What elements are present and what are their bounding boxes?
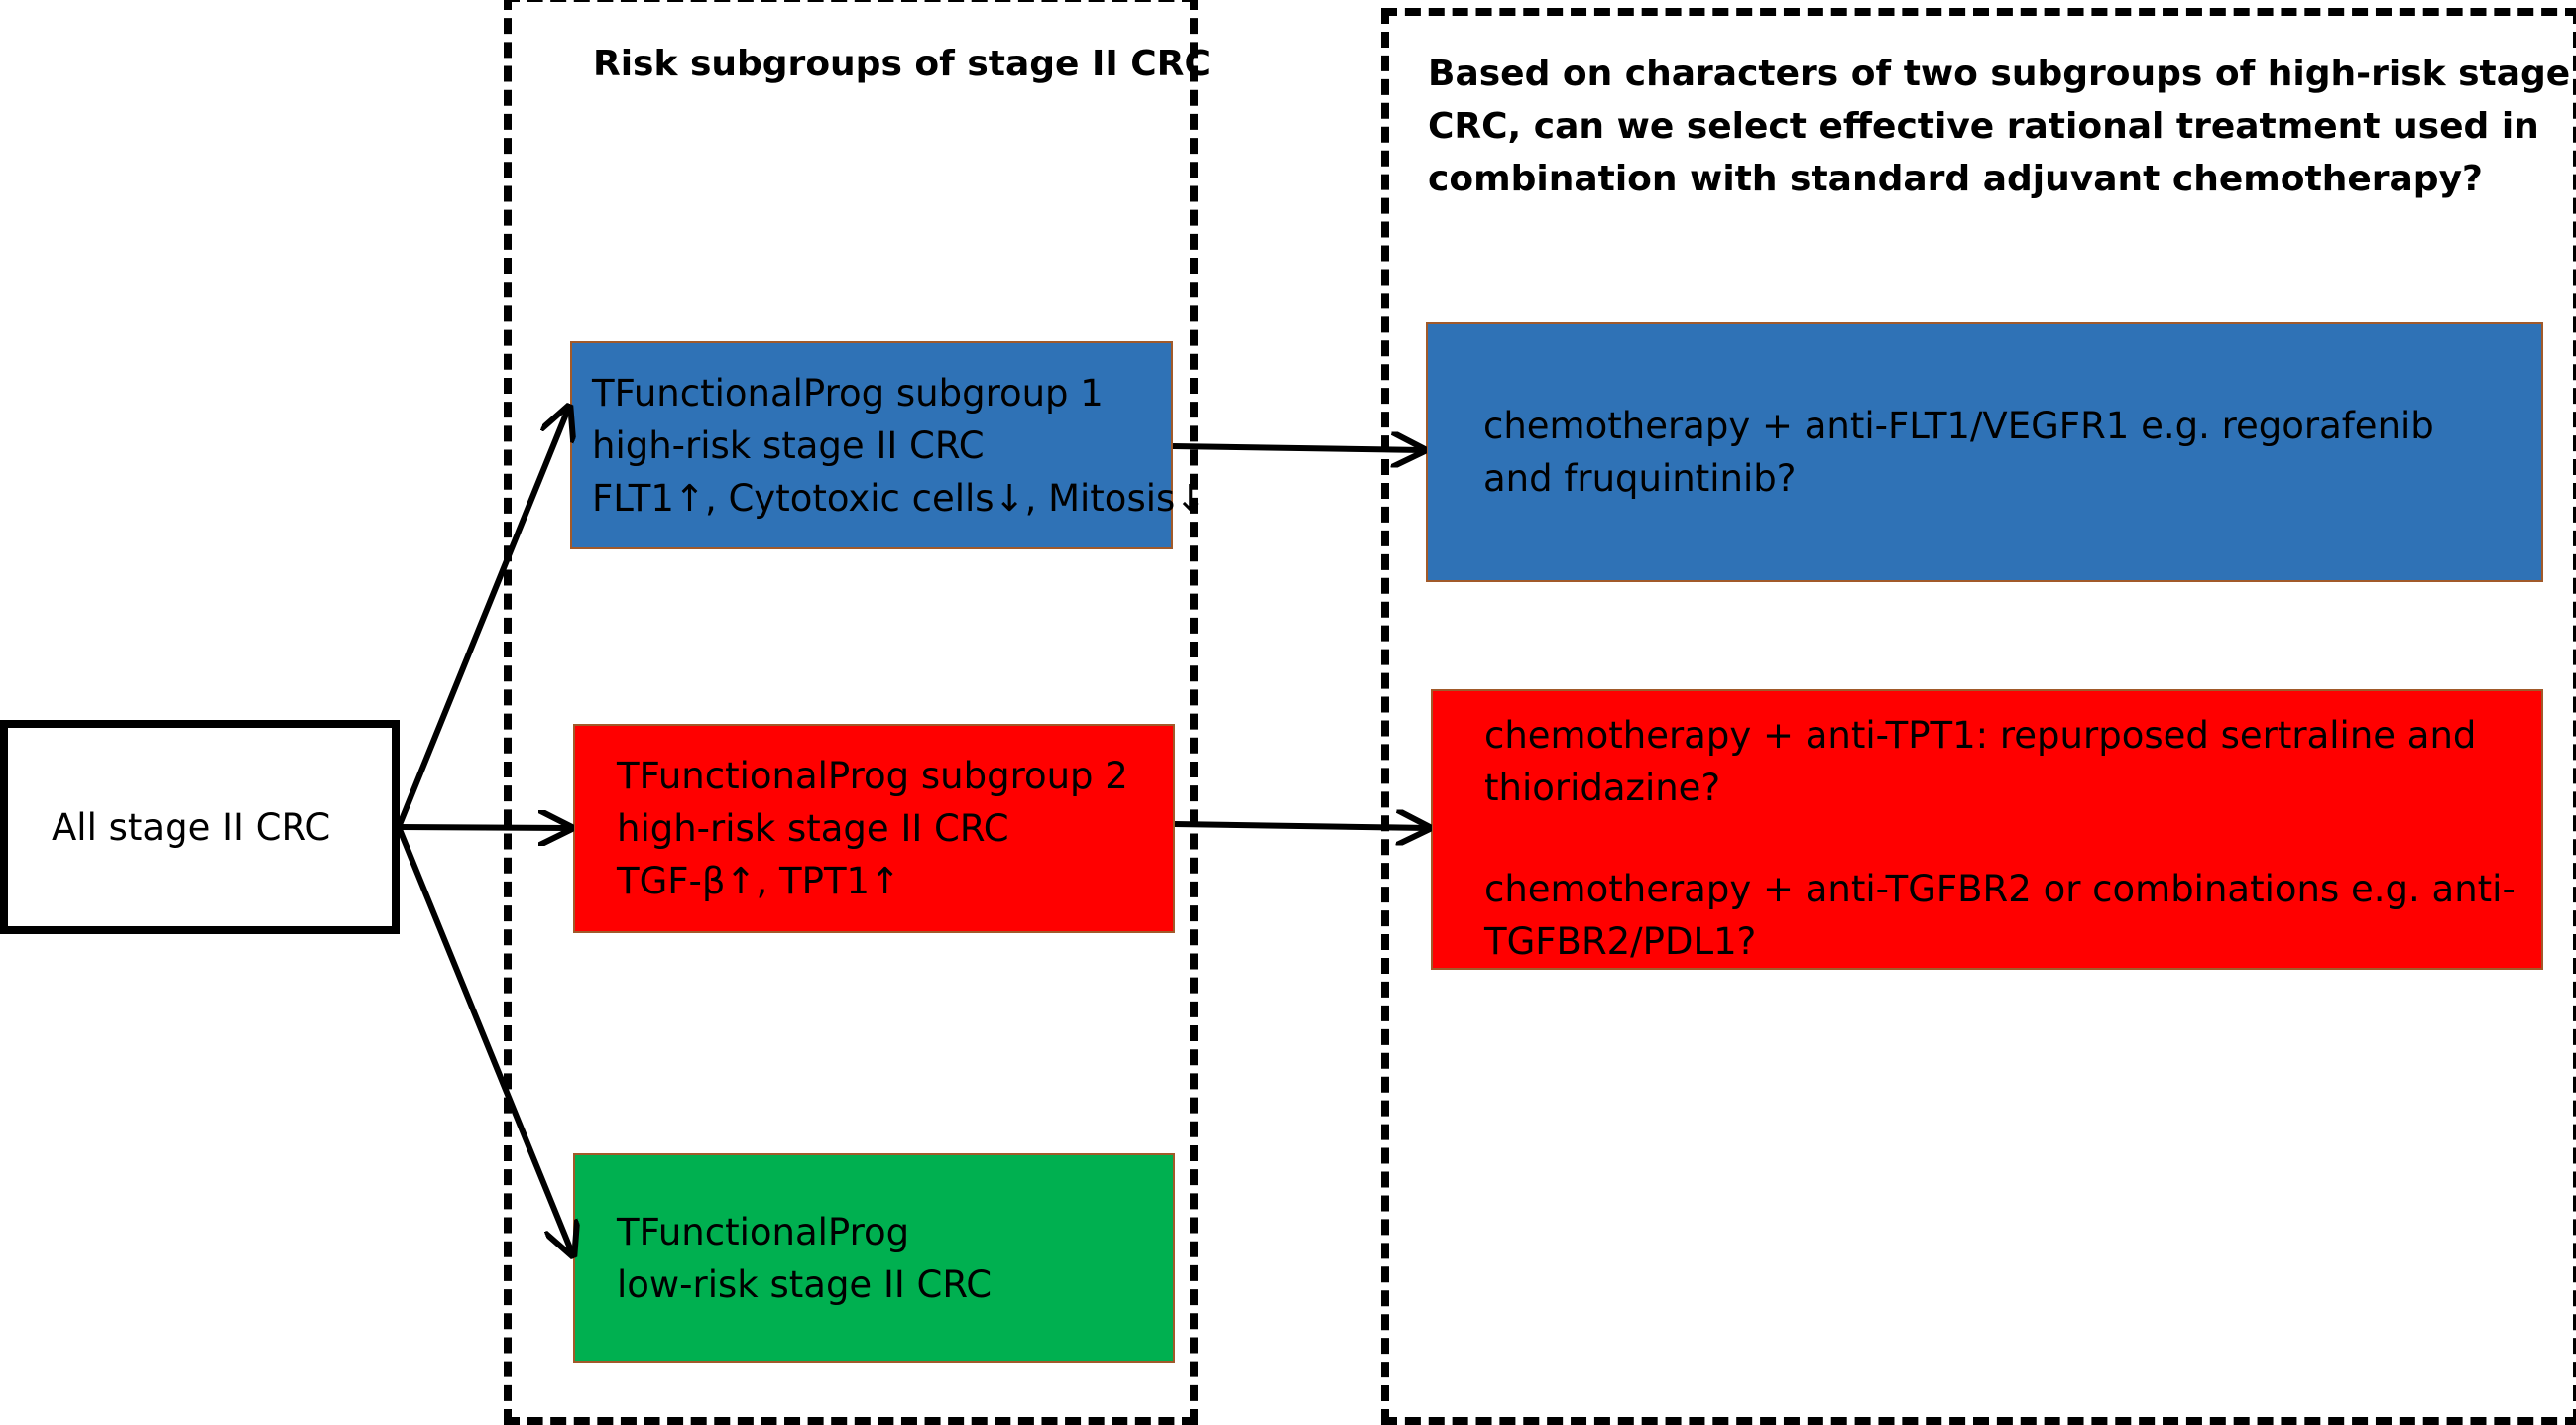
subgroup2-line: TFunctionalProg subgroup 2 xyxy=(617,755,1128,797)
treatment-panel xyxy=(1381,8,2576,1425)
treatment-question-line: Based on characters of two subgroups of … xyxy=(1428,54,2576,94)
treatment2-box: chemotherapy + anti-TPT1: repurposed ser… xyxy=(1431,689,2543,970)
treatment2-line: TGFBR2/PDL1? xyxy=(1484,920,1757,963)
treatment2-line: chemotherapy + anti-TGFBR2 or combinatio… xyxy=(1484,868,2516,910)
treatment2-line: thioridazine? xyxy=(1484,767,1721,809)
low-risk-box: TFunctionalProg low-risk stage II CRC xyxy=(573,1153,1175,1363)
treatment1-box: chemotherapy + anti-FLT1/VEGFR1 e.g. reg… xyxy=(1426,322,2543,582)
subgroup1-line: high-risk stage II CRC xyxy=(592,423,985,467)
subgroup1-line: TFunctionalProg subgroup 1 xyxy=(592,371,1104,415)
treatment1-line: chemotherapy + anti-FLT1/VEGFR1 e.g. reg… xyxy=(1483,405,2434,447)
subgroup2-line: high-risk stage II CRC xyxy=(617,807,1009,850)
subgroup2-line: TGF-β↑, TPT1↑ xyxy=(617,860,901,902)
treatment1-line: and fruquintinib? xyxy=(1483,457,1797,500)
treatment2-spacer xyxy=(1484,814,2541,863)
treatment-question-line: CRC, can we select effective rational tr… xyxy=(1428,106,2539,147)
risk-subgroups-heading: Risk subgroups of stage II CRC xyxy=(593,44,1211,84)
low-risk-line: TFunctionalProg xyxy=(617,1210,910,1253)
treatment-question-line: combination with standard adjuvant chemo… xyxy=(1428,159,2483,199)
treatment2-line: chemotherapy + anti-TPT1: repurposed ser… xyxy=(1484,714,2477,757)
subgroup2-high-risk-box: TFunctionalProg subgroup 2 high-risk sta… xyxy=(573,724,1175,933)
subgroup1-high-risk-box: TFunctionalProg subgroup 1 high-risk sta… xyxy=(570,341,1207,549)
low-risk-line: low-risk stage II CRC xyxy=(617,1262,993,1306)
all-stage-ii-crc-label: All stage II CRC xyxy=(52,805,331,849)
all-stage-ii-crc-box: All stage II CRC xyxy=(0,720,400,934)
subgroup1-line: FLT1↑, Cytotoxic cells↓, Mitosis↓ xyxy=(592,476,1207,520)
treatment-question-heading: Based on characters of two subgroups of … xyxy=(1428,48,2576,205)
